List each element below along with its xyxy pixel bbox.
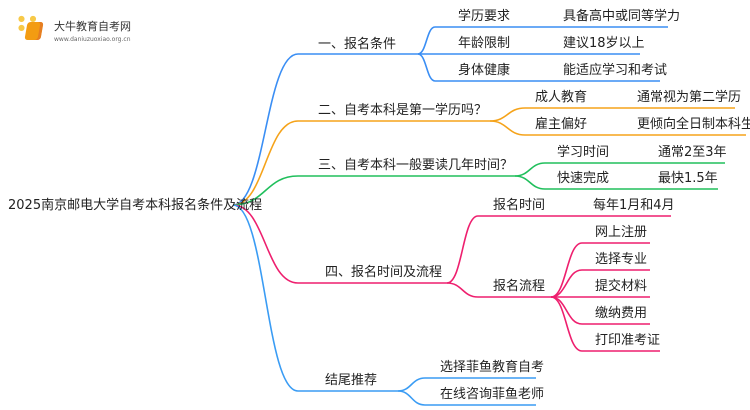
node-value[interactable]: 能适应学习和考试 <box>563 63 668 78</box>
logo-url: www.daniuzuoxiao.org.cn <box>54 36 131 43</box>
connector-line <box>417 53 660 82</box>
connector-line <box>489 107 735 122</box>
node[interactable]: 学习时间 <box>557 145 610 160</box>
connector-line <box>417 26 668 55</box>
node[interactable]: 报名流程 <box>493 279 546 294</box>
root-topic[interactable]: 2025南京邮电大学自考本科报名条件及流程 <box>8 198 263 213</box>
node-value[interactable]: 通常2至3年 <box>658 145 727 160</box>
connector-line <box>514 162 725 177</box>
book-icon <box>24 22 44 40</box>
step[interactable]: 网上注册 <box>595 225 648 240</box>
connector-line <box>446 215 671 284</box>
connector-line <box>550 242 650 298</box>
branch-1-line <box>232 53 418 206</box>
connector-line <box>489 120 746 136</box>
branch-4-line <box>232 204 447 284</box>
connector-line <box>446 282 551 298</box>
branch-2[interactable]: 二、自考本科是第一学历吗？ <box>318 103 488 118</box>
node[interactable]: 在线咨询菲鱼老师 <box>440 387 545 402</box>
node[interactable]: 报名时间 <box>493 198 546 213</box>
node-value[interactable]: 建议18岁以上 <box>563 36 645 51</box>
logo-name: 大牛教育自考网 <box>54 20 131 33</box>
branch-5[interactable]: 结尾推荐 <box>325 373 378 388</box>
branch-3-line <box>232 175 515 206</box>
node[interactable]: 雇主偏好 <box>535 117 588 132</box>
branch-5-line <box>232 204 398 392</box>
connector-line <box>550 269 650 298</box>
branch-4[interactable]: 四、报名时间及流程 <box>325 265 443 280</box>
step[interactable]: 选择专业 <box>595 252 648 267</box>
connector-line <box>397 377 536 392</box>
node-value[interactable]: 最快1.5年 <box>658 171 718 186</box>
branch-1[interactable]: 一、报名条件 <box>318 37 397 52</box>
step[interactable]: 提交材料 <box>595 279 648 294</box>
step[interactable]: 缴纳费用 <box>595 306 648 321</box>
node[interactable]: 选择菲鱼教育自考 <box>440 360 545 375</box>
connector-line <box>514 175 718 190</box>
node[interactable]: 成人教育 <box>535 90 588 105</box>
branch-2-line <box>232 120 490 206</box>
node[interactable]: 学历要求 <box>458 9 511 24</box>
logo: ● ● ● 大牛教育自考网 www.daniuzuoxiao.org.cn <box>18 12 138 46</box>
connector-line <box>397 390 536 406</box>
node-value[interactable]: 具备高中或同等学力 <box>563 9 681 24</box>
node-value[interactable]: 更倾向全日制本科生 <box>637 117 750 132</box>
branch-3[interactable]: 三、自考本科一般要读几年时间？ <box>318 158 514 173</box>
connector-line <box>550 296 660 352</box>
node[interactable]: 身体健康 <box>458 63 511 78</box>
node-value[interactable]: 通常视为第二学历 <box>637 90 742 105</box>
logo-dots-icon: ● ● ● <box>18 14 38 32</box>
node[interactable]: 年龄限制 <box>458 36 511 51</box>
node-value[interactable]: 每年1月和4月 <box>593 198 675 213</box>
node[interactable]: 快速完成 <box>557 171 610 186</box>
step[interactable]: 打印准考证 <box>595 333 661 348</box>
